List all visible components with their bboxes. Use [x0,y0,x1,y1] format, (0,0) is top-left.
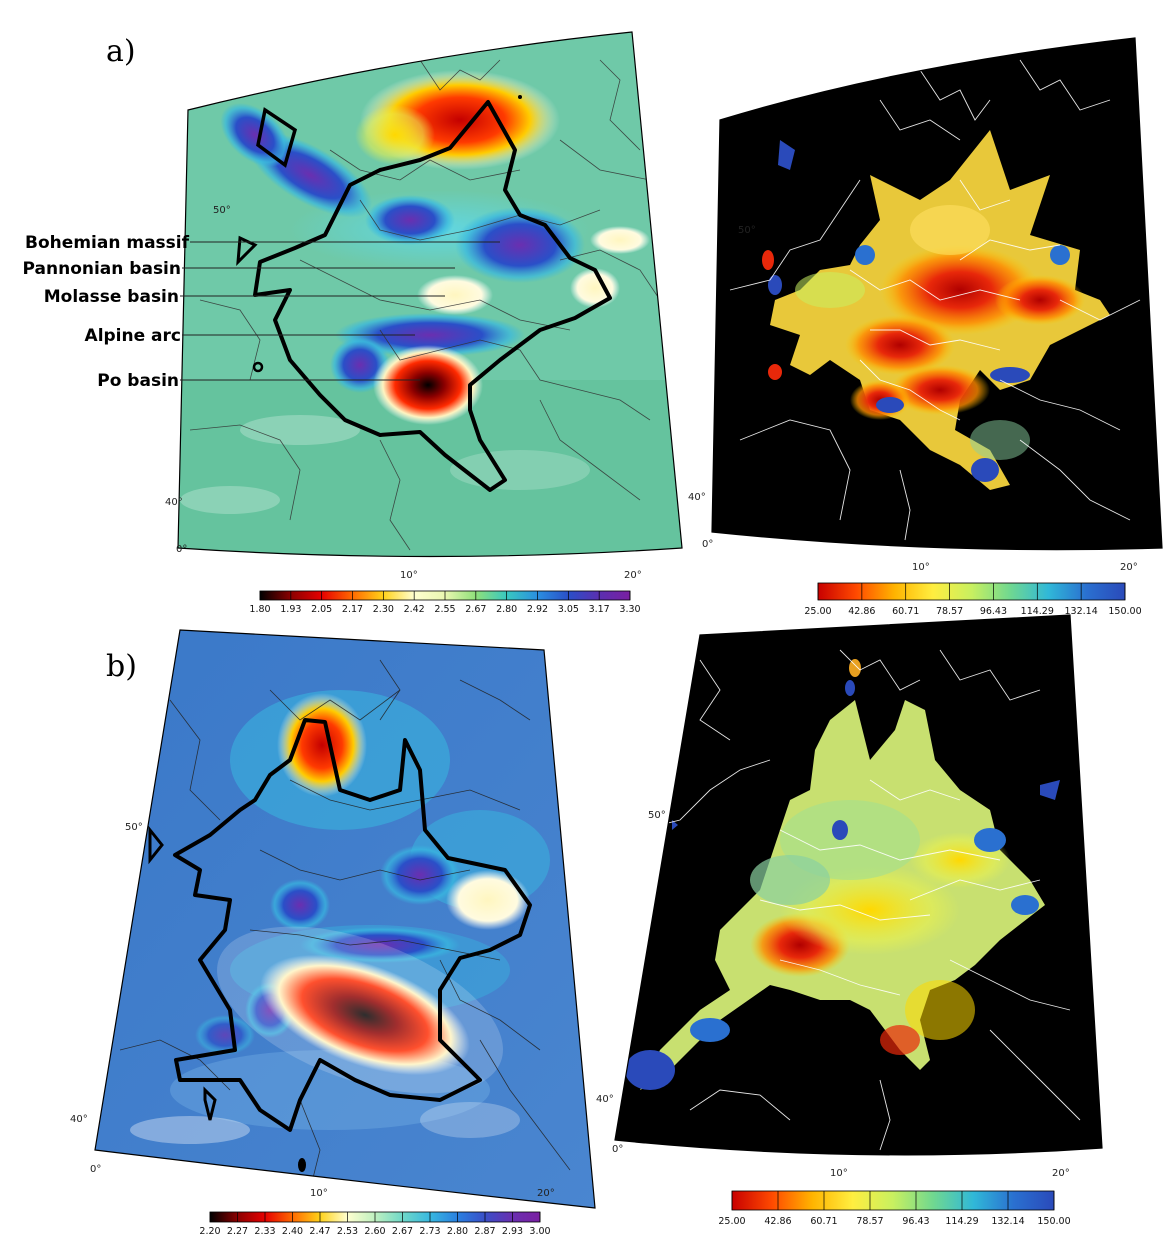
colorbar-tick-label: 2.60 [364,1226,385,1237]
tick-lat-40-a-right: 40° [688,492,706,503]
tick-lon-10-a-right: 10° [912,562,930,573]
colorbar-tick-label: 42.86 [848,606,875,617]
colorbar-tick-label: 2.42 [404,604,425,615]
region-annotations: Bohemian massif Pannonian basin Molasse … [23,233,500,391]
map-panel-b-right [614,614,1103,1156]
colorbar-tick-label: 2.92 [527,604,548,615]
colorbar-tick-label: 3.05 [558,604,579,615]
colorbar-tick-label: 25.00 [804,606,831,617]
tick-lon-20-a-right: 20° [1120,562,1138,573]
colorbar-tick-label: 132.14 [991,1216,1024,1227]
colorbar-tick-label: 78.57 [856,1216,883,1227]
tick-lon-0-b-left: 0° [90,1164,101,1175]
colorbar-tick-label: 60.71 [892,606,919,617]
tick-lon-0-a-left: 0° [176,544,187,555]
colorbar-tick-label: 2.17 [342,604,363,615]
colorbar-tick-label: 2.53 [337,1226,358,1237]
colorbar-tick-label: 3.30 [619,604,640,615]
colorbar-tick-label: 150.00 [1108,606,1141,617]
annotation-po: Po basin [97,371,179,391]
colorbar-tick-label: 2.67 [465,604,486,615]
colorbar-tick-label: 2.67 [392,1226,413,1237]
map-panel-a-right [711,37,1163,551]
colorbar-tick-label: 2.80 [496,604,517,615]
colorbar-tick-label: 1.80 [249,604,270,615]
tick-lon-10-a-left: 10° [400,570,418,581]
colorbar-tick-label: 114.29 [945,1216,978,1227]
colorbar-tick-label: 2.73 [419,1226,440,1237]
colorbar-tick-label: 42.86 [764,1216,791,1227]
colorbar-b-left: 2.20 2.27 2.33 2.40 2.47 2.53 2.60 2.67 2.73 2.80… [199,1211,551,1237]
tick-lat-50-b-right: 50° [648,810,666,821]
tick-lat-40-a-left: 40° [165,497,183,508]
colorbar-tick-label: 3.00 [529,1226,550,1237]
panel-label-a: a) [106,34,136,69]
colorbar-tick-label: 2.93 [502,1226,523,1237]
colorbar-tick-label: 150.00 [1037,1216,1070,1227]
tick-lat-50-a-right: 50° [738,225,756,236]
colorbar-tick-label: 25.00 [718,1216,745,1227]
colorbar-gradient [817,582,1126,601]
colorbar-tick-label: 60.71 [810,1216,837,1227]
annotation-alpine: Alpine arc [85,326,181,346]
colorbar-tick-label: 132.14 [1065,606,1098,617]
colorbar-tick-label: 2.40 [282,1226,303,1237]
tick-lon-20-b-left: 20° [537,1188,555,1199]
map-ticks: 0° 10° 20° 40° 50° 0° 10° 20° 40° 50° 0°… [70,205,1138,1199]
tick-lon-0-a-right: 0° [702,539,713,550]
colorbar-b-right: 25.00 42.86 60.71 78.57 96.43 114.29 132.14 150… [718,1190,1071,1227]
tick-lat-50-a-left: 50° [213,205,231,216]
colorbar-tick-label: 2.55 [434,604,455,615]
tick-lon-10-b-right: 10° [830,1168,848,1179]
map-panel-a-left [177,31,683,558]
colorbar-tick-label: 78.57 [936,606,963,617]
colorbar-tick-label: 2.87 [474,1226,495,1237]
colorbar-gradient [731,1190,1055,1211]
annotation-pannonian: Pannonian basin [23,259,181,279]
tick-lat-40-b-left: 40° [70,1114,88,1125]
colorbar-tick-label: 1.93 [280,604,301,615]
colorbar-a-right: 25.00 42.86 60.71 78.57 96.43 114.29 132.14 150… [804,582,1142,617]
annotation-molasse: Molasse basin [44,287,179,307]
colorbar-tick-label: 2.33 [254,1226,275,1237]
colorbar-tick-label: 2.47 [309,1226,330,1237]
map-panel-b-left [94,629,596,1209]
annotation-bohemian: Bohemian massif [25,233,190,253]
tick-lon-0-b-right: 0° [612,1144,623,1155]
tick-lat-40-b-right: 40° [596,1094,614,1105]
colorbar-tick-label: 2.05 [311,604,332,615]
colorbar-tick-label: 3.17 [589,604,610,615]
tick-lon-10-b-left: 10° [310,1188,328,1199]
colorbar-tick-label: 96.43 [902,1216,929,1227]
tick-lat-50-b-left: 50° [125,822,143,833]
panel-label-b: b) [106,649,137,684]
colorbar-tick-label: 2.80 [447,1226,468,1237]
colorbar-tick-label: 2.27 [227,1226,248,1237]
colorbar-tick-label: 2.20 [199,1226,220,1237]
colorbar-tick-label: 2.30 [373,604,394,615]
colorbar-a-left: 1.80 1.93 2.05 2.17 2.30 2.42 2.55 2.67 2.80 2.92… [249,590,641,615]
colorbar-tick-label: 114.29 [1021,606,1054,617]
tick-lon-20-a-left: 20° [624,570,642,581]
tick-lon-20-b-right: 20° [1052,1168,1070,1179]
colorbar-tick-label: 96.43 [980,606,1007,617]
